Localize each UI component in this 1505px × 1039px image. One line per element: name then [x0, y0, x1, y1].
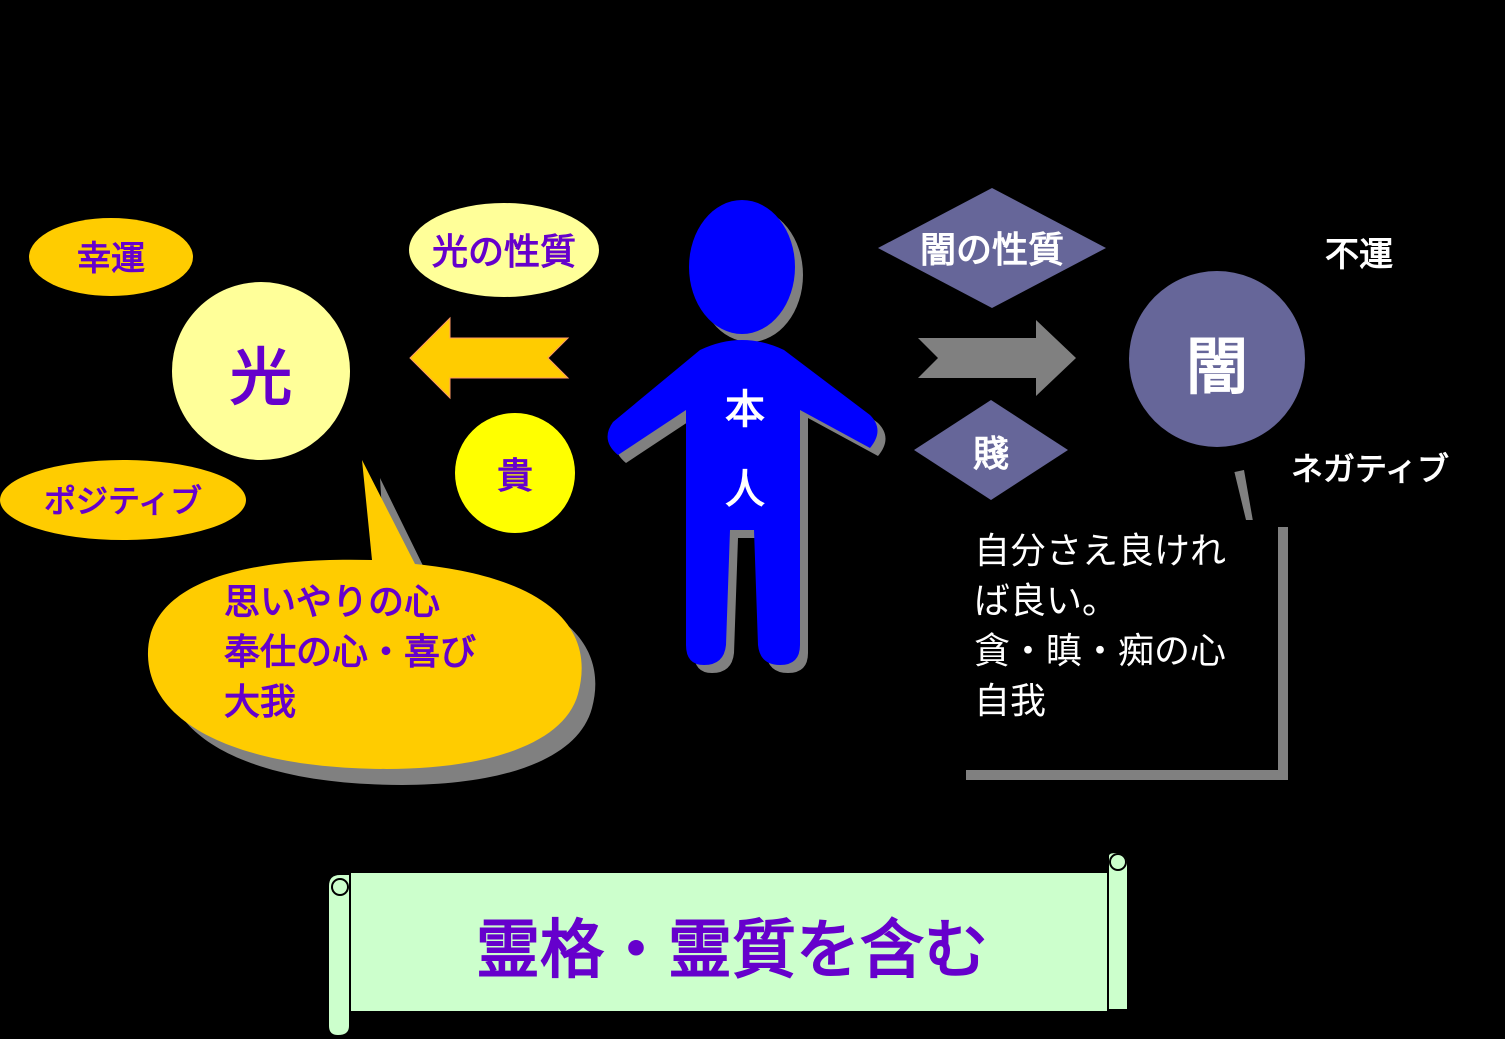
scroll-panel	[341, 871, 1129, 1013]
dark-arrow	[918, 320, 1076, 396]
light-arrow	[409, 316, 570, 400]
light-circle: 光	[172, 282, 350, 460]
luck-bubble: 幸運	[29, 218, 193, 296]
dark-circle: 闇	[1129, 271, 1305, 447]
luck-label: 幸運	[77, 239, 145, 279]
callout-line-4: 自我	[974, 681, 1046, 722]
dark-circle-label: 闇	[1186, 330, 1248, 403]
dark-nature-diamond: 闇の性質	[878, 188, 1106, 308]
bubble-line-1: 思いやりの心	[224, 582, 440, 623]
light-speech-bubble: 思いやりの心 奉仕の心・喜び 大我	[147, 460, 596, 785]
dark-callout: 自分さえ良けれ ば良い。 貪・瞋・痴の心 自我	[958, 462, 1288, 780]
light-circle-label: 光	[230, 341, 292, 414]
positive-label: ポジティブ	[44, 482, 202, 520]
callout-line-3: 貪・瞋・痴の心	[974, 631, 1226, 672]
person-body	[607, 340, 878, 665]
base-diamond: 賤	[914, 400, 1068, 500]
noble-label: 貴	[497, 456, 533, 497]
scroll-text: 霊格・霊質を含む	[476, 914, 988, 988]
person-figure: 本 人	[607, 200, 886, 673]
positive-bubble: ポジティブ	[0, 460, 246, 540]
dark-nature-label: 闇の性質	[920, 230, 1064, 271]
noble-circle: 貴	[455, 413, 575, 533]
scroll-banner: 霊格・霊質を含む	[327, 850, 1129, 1038]
bubble-line-3: 大我	[224, 682, 296, 723]
person-head	[689, 200, 795, 334]
scroll-right-roll	[1107, 850, 1129, 1011]
light-nature-label: 光の性質	[432, 232, 576, 273]
callout-line-1: 自分さえ良けれ	[974, 531, 1226, 572]
light-nature-bubble: 光の性質	[409, 203, 599, 297]
callout-line-2: ば良い。	[974, 581, 1118, 622]
scroll-left-roll	[327, 873, 351, 1038]
person-label-bottom: 人	[725, 467, 765, 513]
bubble-line-2: 奉仕の心・喜び	[224, 632, 476, 673]
person-label-top: 本	[725, 387, 765, 433]
negative-label: ネガティブ	[1291, 450, 1449, 488]
base-label: 賤	[973, 434, 1009, 475]
misfortune-label: 不運	[1325, 235, 1393, 275]
